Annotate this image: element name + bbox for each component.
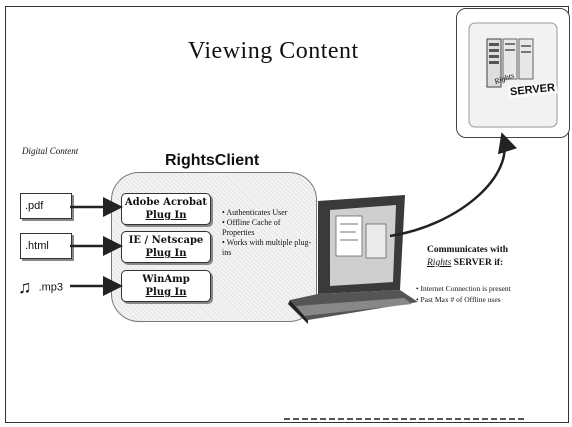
pdf-file-label: .pdf [25,200,44,212]
mp3-file-label: .mp3 [38,281,64,294]
plugin-ie-netscape: IE / Netscape Plug In [121,231,211,263]
server-illustration [468,22,558,128]
communicates-line2: Rights SERVER if: [427,257,508,270]
feature-item: • Offline Cache of Properties [222,218,281,237]
laptop-icon [288,195,418,324]
music-note-icon: ♫ [18,277,32,297]
pdf-file-box: .pdf [20,193,72,219]
plugin-name: WinAmp [142,274,190,285]
footer-rule [284,418,524,420]
plugin-type: Plug In [145,287,187,298]
condition-item: • Internet Connection is present [416,284,511,293]
plugin-type: Plug In [145,248,187,259]
html-file-label: .html [25,240,49,252]
communicates-server-text: SERVER if: [453,258,504,268]
plugin-name: IE / Netscape [128,235,204,246]
rightsclient-title: RightsClient [165,152,260,169]
html-file-box: .html [20,233,72,259]
plugin-adobe-acrobat: Adobe Acrobat Plug In [121,193,211,225]
plugin-name: Adobe Acrobat [124,197,208,208]
plugin-type: Plug In [145,210,187,221]
feature-item: • Works with multiple plug-ins [222,238,312,257]
digital-content-label: Digital Content [22,146,79,156]
feature-item: • Authenticates User [222,208,288,217]
plugin-winamp: WinAmp Plug In [121,270,211,302]
mp3-file-item: ♫ .mp3 [18,277,63,298]
rightsclient-features: • Authenticates User • Offline Cache of … [222,208,314,258]
communicates-line1: Communicates with [427,245,509,255]
condition-item: • Past Max # of Offline uses [416,295,501,304]
rights-logo-text: Rights [427,258,452,268]
communicates-heading: Communicates with Rights SERVER if: [427,244,508,270]
communication-conditions: • Internet Connection is present • Past … [416,283,511,305]
server-link-arrow [389,132,518,238]
slide-title: Viewing Content [188,38,359,64]
